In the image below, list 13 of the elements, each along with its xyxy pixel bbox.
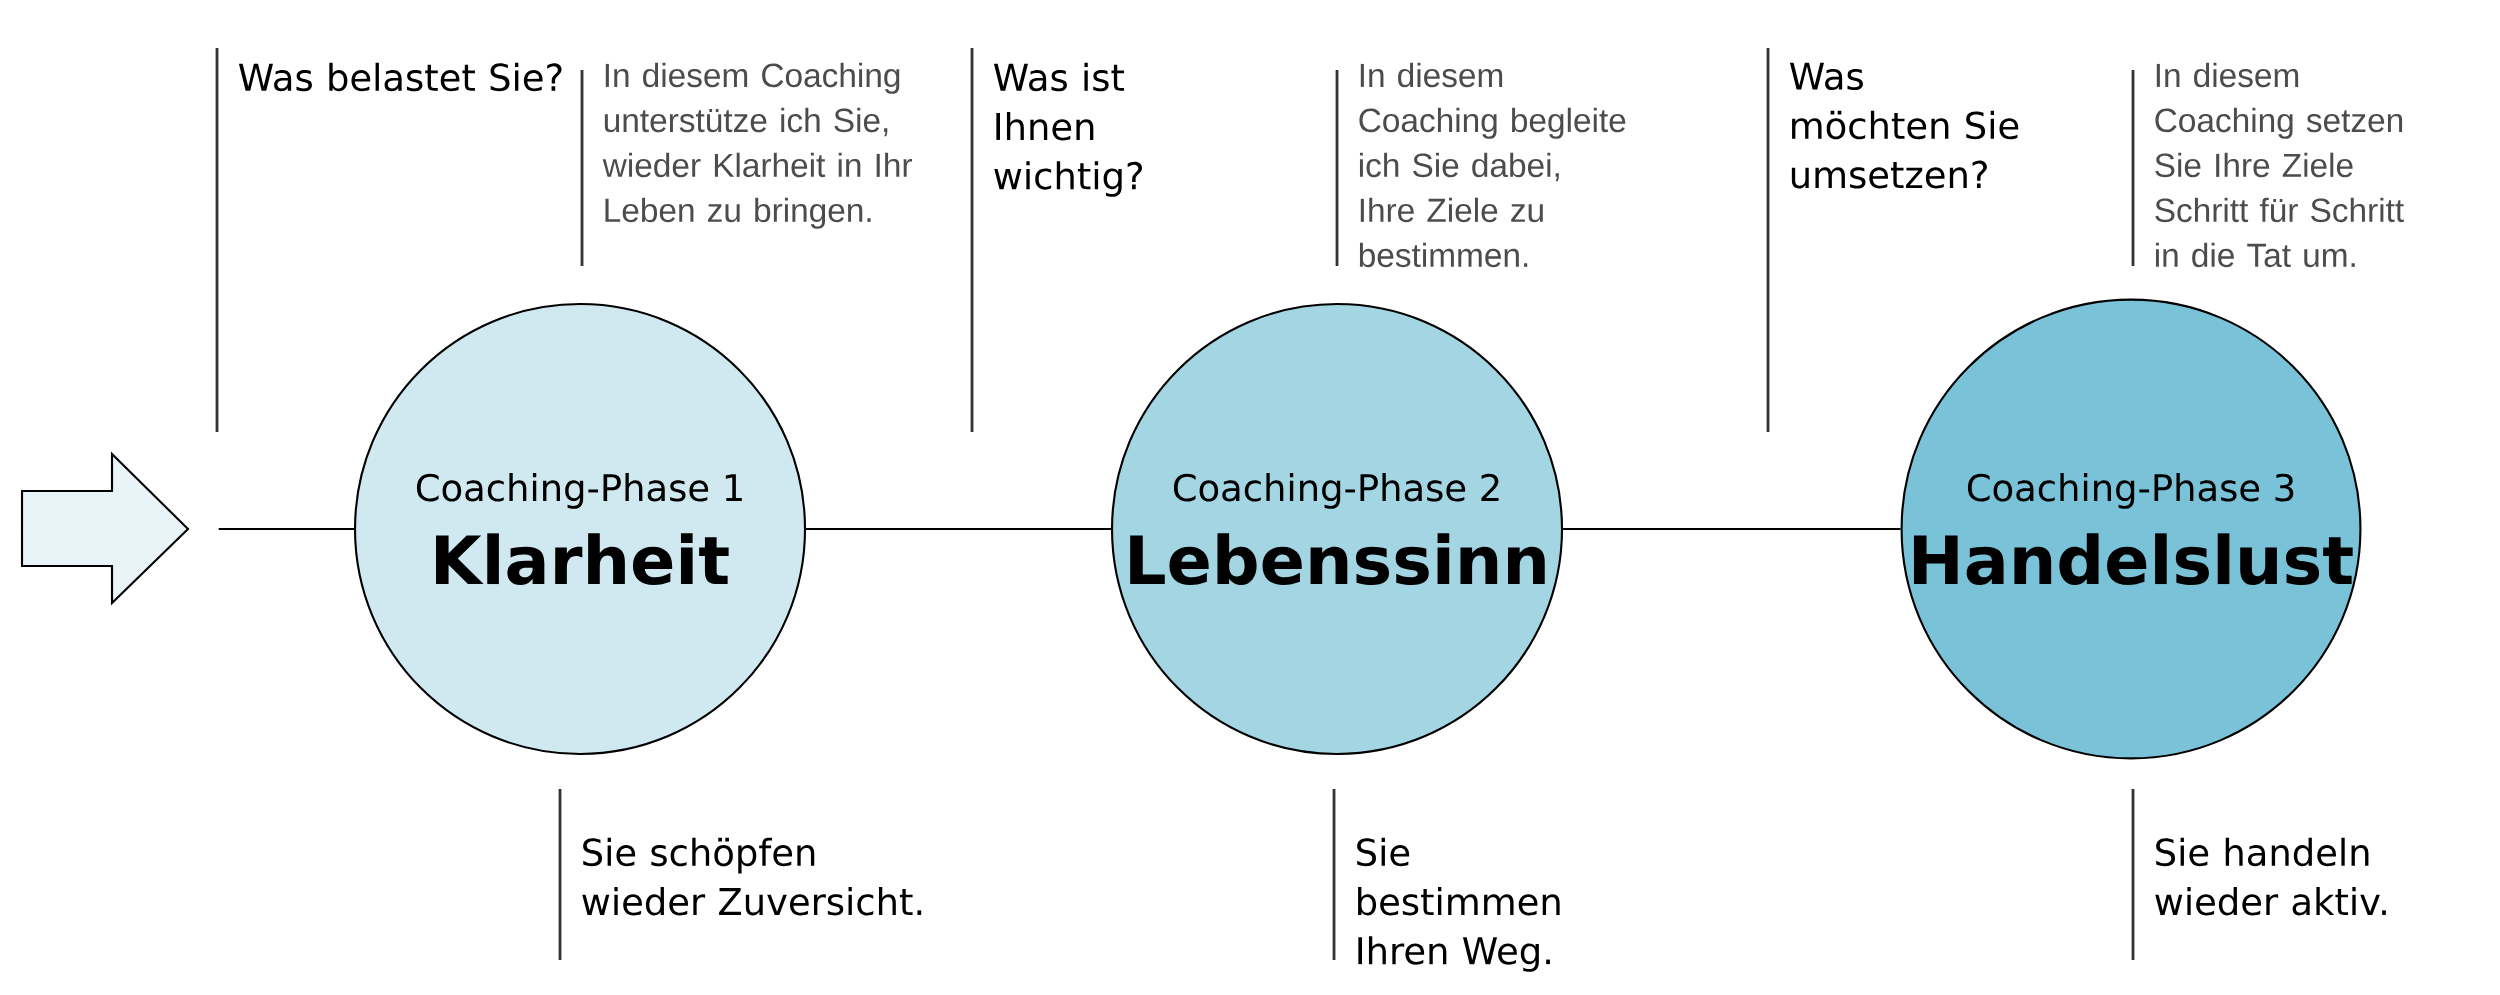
outcome-text: Sie schöpfen wieder Zuversicht.	[582, 837, 922, 916]
question-text: Was ist Ihnen wichtig?	[993, 62, 1142, 197]
connector-line	[1563, 527, 1901, 531]
description-text: In diesem Coaching begleite ich Sie dabei, Ihre Ziele zu bestimmen.	[1359, 62, 1626, 268]
arrow-shape	[20, 451, 190, 606]
outcome-text: Sie handeln wieder aktiv.	[2155, 837, 2386, 916]
connector-line	[806, 527, 1111, 531]
question-text: Was möchten Sie umsetzen?	[1789, 62, 2019, 189]
outcome-text: Sie bestimmen Ihren Weg.	[1357, 837, 1560, 972]
description-text: In diesem Coaching unterstütze ich Sie, wieder Klarheit in Ihr Leben zu bringen.	[602, 62, 912, 229]
connector-line	[218, 527, 354, 531]
question-text: Was belastet Sie?	[238, 62, 562, 92]
description-text: In diesem Coaching setzen Sie Ihre Ziele Schritt für Schritt in die Tat um.	[2155, 62, 2404, 268]
